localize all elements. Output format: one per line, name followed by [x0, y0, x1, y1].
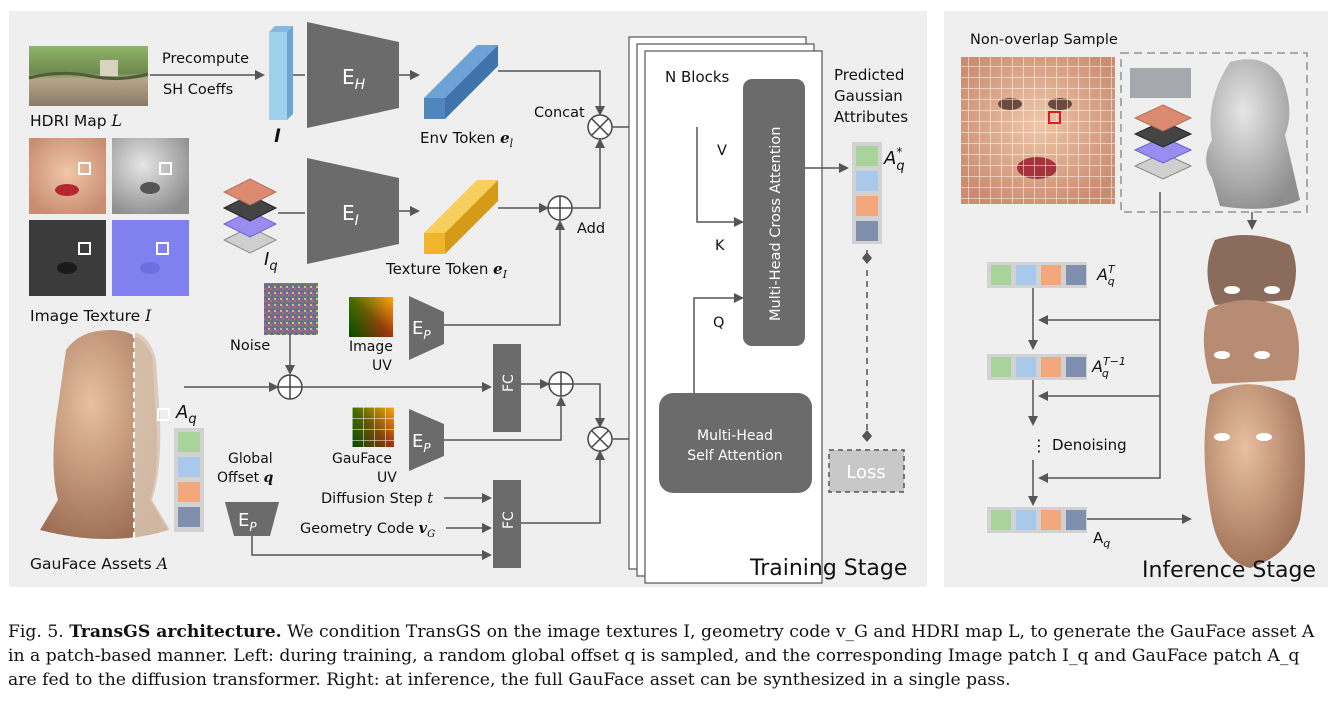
aq-train-attribute-stack [174, 428, 204, 532]
line-self-attention-to-q [693, 293, 744, 393]
denoising-dots: ⋮ [1031, 436, 1047, 455]
env-encoder-eh [307, 22, 399, 128]
iq-layer-stack [222, 178, 278, 254]
image-texture-thumbnails [29, 138, 189, 296]
denoising-label: Denoising [1052, 436, 1127, 454]
pos-encoder-ep-image [409, 296, 444, 360]
gauface-uv-map [352, 407, 394, 447]
inference-input-dashed-box [1120, 52, 1308, 213]
aqT1-attribute-row [987, 354, 1087, 380]
predicted-label-3: Attributes [834, 108, 908, 126]
texture-token-block [424, 180, 498, 254]
texture-token-label: Texture Token eI [385, 260, 508, 281]
global-offset-label-1: Global [228, 451, 273, 467]
cross-attention-block [743, 79, 805, 346]
gauface-assets-label: GauFace Assets A [30, 555, 168, 573]
geometry-code-label: Geometry Code vG [300, 520, 435, 540]
env-encoder-label: EH [342, 65, 366, 93]
pos-encoder-image-label: EP [412, 318, 431, 342]
image-uv-label-1: Image [349, 339, 393, 355]
image-texture-label: Image Texture I [30, 307, 152, 325]
line-ep-image-to-add [444, 220, 565, 326]
line-env-token-to-concat [498, 70, 605, 116]
figure-caption: Fig. 5. TransGS architecture. We conditi… [8, 620, 1330, 692]
pos-encoder-offset-label: EP [238, 510, 257, 534]
v-label: V [717, 143, 727, 159]
inference-head-sequence [1203, 235, 1305, 568]
noise-label: Noise [230, 338, 270, 354]
training-stage-label: Training Stage [749, 556, 907, 581]
gauface-uv-label-2: UV [377, 470, 397, 486]
pos-encoder-gauface-label: EP [412, 431, 431, 455]
gauface-uv-label-1: GauFace [332, 451, 392, 467]
loss-box [828, 449, 905, 493]
predicted-label-1: Predicted [834, 66, 904, 84]
sh-coeffs-label: SH Coeffs [163, 82, 233, 98]
fc-layer-bottom [493, 480, 521, 568]
pos-encoder-ep-gauface [409, 409, 444, 471]
inference-layer-stack [1133, 104, 1193, 180]
n-blocks-label: N Blocks [665, 68, 730, 86]
inference-condition-line [1038, 192, 1161, 483]
non-overlap-label: Non-overlap Sample [970, 32, 1118, 48]
line-fc-bottom-to-mult [521, 450, 605, 524]
fc-layer-top [493, 344, 521, 432]
fc-top-label: FC [501, 374, 517, 392]
caption-fig-number: Fig. 5. [8, 622, 64, 642]
self-attention-label-2: Self Attention [687, 448, 782, 464]
env-token-block [424, 45, 498, 119]
iq-label: Iq [264, 249, 278, 274]
diffusion-step-label: Diffusion Step t [321, 491, 433, 507]
noise-add-operator [277, 374, 303, 400]
gray-head-sculpt [1206, 59, 1300, 209]
caption-title: TransGS architecture. [69, 622, 282, 642]
env-token-label: Env Token el [420, 129, 514, 150]
transgs-architecture-figure: HDRI Map L Precompute SH Coeffs l EH Env… [9, 11, 1328, 587]
texture-encoder-label: EI [342, 201, 359, 229]
pos-encoder-ep-offset [225, 502, 279, 536]
predicted-label-2: Gaussian [834, 87, 903, 105]
loss-label: Loss [846, 462, 885, 483]
image-uv-map [349, 297, 393, 337]
self-attention-block [659, 393, 812, 493]
multiply-operator [587, 426, 613, 452]
line-uv-add-to-mult [573, 383, 605, 428]
aq-star-label: A*q [883, 145, 905, 174]
concat-operator [587, 114, 613, 140]
l-symbol: l [274, 126, 281, 147]
l-vector-bar [269, 26, 293, 120]
line-v-to-k [696, 127, 744, 227]
non-overlap-face-grid [961, 57, 1115, 204]
predicted-attribute-stack [852, 142, 882, 244]
fc-bottom-label: FC [501, 511, 517, 529]
self-attention-label-1: Multi-Head [697, 428, 773, 444]
add-label: Add [577, 221, 605, 237]
uv-add-operator [548, 371, 574, 397]
add-operator [547, 195, 573, 221]
inference-stage-label: Inference Stage [1142, 558, 1316, 583]
caption-body: We condition TransGS on the image textur… [8, 622, 1315, 690]
aq-final-attribute-row [987, 507, 1087, 533]
texture-encoder-ei [307, 158, 399, 264]
gauface-assets-head [40, 330, 170, 540]
image-uv-label-2: UV [372, 358, 392, 374]
global-offset-label-2: Offset q [217, 470, 274, 486]
concat-label: Concat [534, 105, 585, 121]
q-label: Q [713, 315, 724, 331]
noise-image [264, 283, 318, 335]
line-ep-gauface-to-add [444, 396, 566, 441]
cross-attention-label: Multi-Head Cross Attention [768, 127, 784, 321]
aq-train-label: Aq [175, 402, 197, 427]
inference-hdri-thumb [1130, 68, 1191, 98]
aqT-attribute-row [987, 262, 1087, 288]
k-label: K [715, 238, 725, 254]
aq-final-label: Aq [1093, 529, 1110, 550]
line-offset-to-fc [251, 536, 492, 560]
hdri-map-image [28, 46, 149, 106]
hdri-map-label: HDRI Map L [30, 112, 122, 130]
line-add-to-concat [572, 138, 605, 209]
precompute-label: Precompute [162, 51, 249, 67]
